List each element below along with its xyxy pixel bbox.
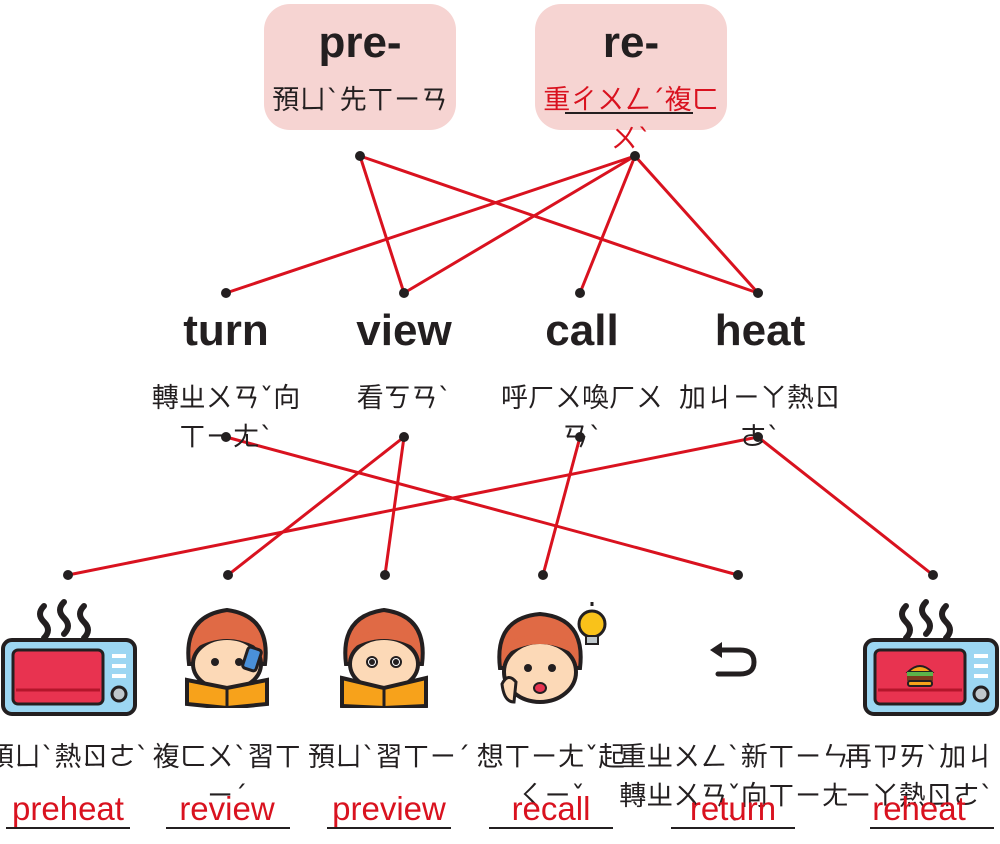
prefix-english: re- [602,18,660,67]
microwave-icon [1,599,137,716]
node-dot [575,432,585,442]
line-re-view [402,154,637,295]
reading-boy-phone-icon [185,607,269,708]
line-heat-reheat [756,435,935,577]
root-english-view: view [356,306,452,355]
word-underline [671,827,795,829]
microwave-burger-icon [863,599,999,716]
word-underline [327,827,451,829]
root-chinese-heat: 加ㄐㄧㄚ熱ㄖㄜˋ [679,383,841,453]
node-dot [753,432,763,442]
root-chinese-call: 呼ㄏㄨ喚ㄏㄨㄢˋ [501,383,663,453]
root-english-call: call [545,306,619,355]
word-english-preheat: preheat [12,790,124,827]
word-chinese-review: 複ㄈㄨˋ習ㄒㄧˊ [152,742,302,812]
root-chinese-turn: 轉ㄓㄨㄢˇ向ㄒㄧㄤˋ [151,383,301,453]
line-view-review [226,435,406,577]
thinking-boy-icon [497,602,607,704]
node-dot [575,288,585,298]
word-chinese-return: 重ㄓㄨㄥˋ新ㄒㄧㄣ轉ㄓㄨㄢˇ向ㄒㄧㄤˋ [619,742,849,844]
prefix-underline [565,112,693,114]
word-underline [870,827,994,829]
line-heat-preheat [66,435,760,577]
word-underline [166,827,290,829]
root-english-turn: turn [183,306,269,355]
root-chinese-view: 看ㄎㄢˋ [356,383,452,414]
node-dot [630,151,640,161]
word-chinese-preheat: 預ㄩˋ熱ㄖㄜˋ [0,742,149,773]
node-dot [538,570,548,580]
prefix-chinese: 重ㄔㄨㄥˊ複ㄈㄨˋ [543,85,719,155]
line-re-turn [224,154,637,295]
line-call-recall [541,435,582,577]
word-english-reheat: reheat [872,790,966,827]
node-dot [221,432,231,442]
return-arrow-icon [710,642,757,677]
prefix-chinese: 預ㄩˋ先ㄒㄧㄢ [272,85,448,116]
node-dot [380,570,390,580]
line-view-preview [383,435,406,577]
prefix-box-pre: pre- 預ㄩˋ先ㄒㄧㄢ [264,4,456,130]
reading-boy-icon [340,607,428,708]
prefix-english: pre- [318,18,402,67]
line-pre-view [358,154,406,295]
word-chinese-reheat: 再ㄗㄞˋ加ㄐㄧㄚ熱ㄖㄜˋ [844,742,994,812]
node-dot [63,570,73,580]
prefix-box-re: re- 重ㄔㄨㄥˊ複ㄈㄨˋ [535,4,727,155]
node-dot [221,288,231,298]
node-dot [399,288,409,298]
line-pre-heat [358,154,760,295]
word-chinese-recall: 想ㄒㄧㄤˇ起ㄑㄧˇ [476,742,626,812]
word-english-return: return [689,790,777,827]
line-turn-return [224,435,740,577]
line-re-heat [633,154,760,295]
word-english-recall: recall [511,790,591,827]
word-english-preview: preview [332,790,446,827]
node-dot [399,432,409,442]
word-english-review: review [179,790,275,827]
node-dot [753,288,763,298]
word-underline [489,827,613,829]
node-dot [223,570,233,580]
node-dot [355,151,365,161]
node-dot [733,570,743,580]
line-re-call [578,154,637,295]
word-underline [6,827,130,829]
root-english-heat: heat [714,306,806,355]
node-dot [928,570,938,580]
word-chinese-preview: 預ㄩˋ習ㄒㄧˊ [308,742,470,773]
